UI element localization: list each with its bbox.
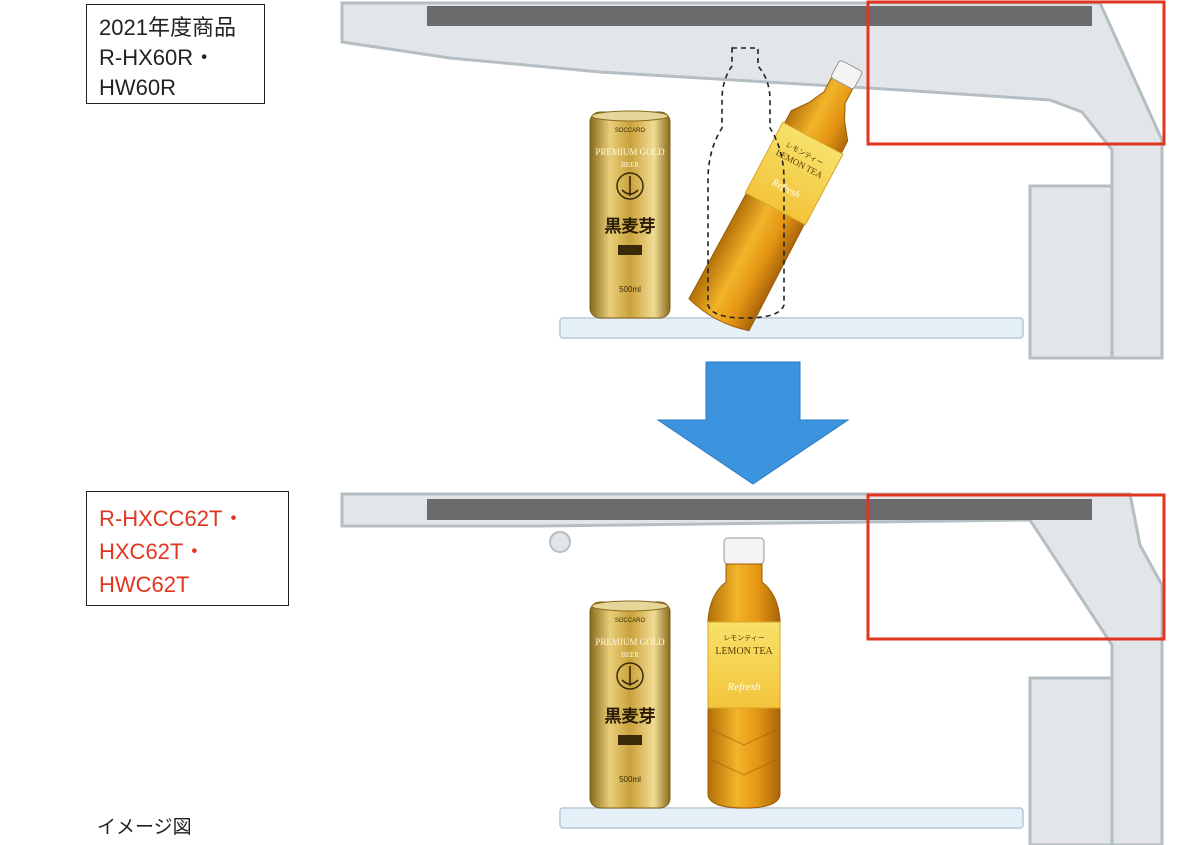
highlight-box-old [866, 0, 1166, 146]
lemon-tea-bottle-upright: レモンティー LEMON TEA Refresh [707, 537, 781, 809]
bottle-cap [831, 60, 863, 89]
anchor-emblem-icon [616, 172, 644, 200]
door-rail-new [427, 499, 1092, 520]
new-model-scene: SOCCARO PREMIUM GOLD BEER 黒麦芽 500ml レモンテ… [340, 492, 1166, 845]
old-model-label-box: 2021年度商品 R-HX60R・ HW60R [86, 4, 265, 104]
door-frame-new [340, 492, 1164, 845]
shelf-old [559, 317, 1024, 339]
can-volume: 500ml [619, 775, 641, 784]
can-line1: PREMIUM GOLD [595, 637, 665, 647]
image-caption: イメージ図 [97, 817, 192, 838]
can-product: 黒麦芽 [605, 216, 656, 237]
beer-can-old: SOCCARO PREMIUM GOLD BEER 黒麦芽 500ml [589, 110, 671, 319]
beer-can-new: SOCCARO PREMIUM GOLD BEER 黒麦芽 500ml [589, 600, 671, 809]
new-model-label-line1: R-HXCC62T・ [99, 506, 245, 531]
door-side-block-new [1028, 676, 1114, 845]
anchor-emblem-icon [616, 662, 644, 690]
can-line1: PREMIUM GOLD [595, 147, 665, 157]
highlight-box-new [866, 493, 1166, 641]
can-brand: SOCCARO [615, 618, 646, 624]
door-side-block-old [1028, 184, 1114, 360]
old-model-scene: SOCCARO PREMIUM GOLD BEER 黒麦芽 500ml レモンテ… [340, 0, 1166, 360]
can-line2: BEER [621, 651, 639, 659]
lemon-tea-bottle-tilted: レモンティー LEMON TEA Refresh [688, 60, 863, 332]
new-model-label-line3: HWC62T [99, 572, 190, 597]
door-rail-old [427, 6, 1092, 26]
bottle-cap [723, 537, 765, 565]
old-model-label-line3: HW60R [99, 75, 177, 100]
can-brand: SOCCARO [615, 128, 646, 134]
bottle-jp-label: レモンティー [723, 634, 765, 642]
old-model-label-line1: 2021年度商品 [99, 15, 236, 40]
bottle-en-label: LEMON TEA [715, 646, 773, 657]
can-line2: BEER [621, 161, 639, 169]
new-model-label-line2: HXC62T・ [99, 539, 206, 564]
can-product: 黒麦芽 [605, 706, 656, 727]
new-model-label-box: R-HXCC62T・ HXC62T・ HWC62T [86, 491, 289, 606]
bottle-sub-label: Refresh [726, 681, 761, 693]
old-model-label-line2: R-HX60R・ [99, 45, 216, 70]
can-volume: 500ml [619, 285, 641, 294]
door-frame-old [340, 1, 1164, 360]
shelf-new [559, 807, 1024, 829]
down-arrow-icon [656, 361, 850, 485]
